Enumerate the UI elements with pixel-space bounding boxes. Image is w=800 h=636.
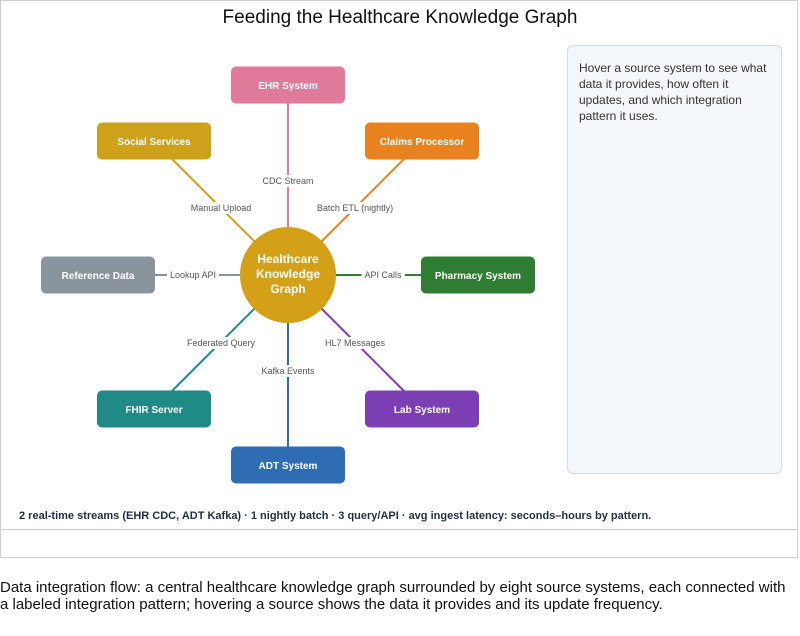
- edge-label-social: Manual Upload: [187, 202, 255, 214]
- source-label-adt: ADT System: [259, 461, 318, 472]
- source-box-fhir[interactable]: [97, 390, 211, 428]
- edge-label-text-pharmacy: API Calls: [364, 270, 402, 280]
- source-label-reference: Reference Data: [62, 271, 135, 282]
- edge-label-ehr: CDC Stream: [259, 175, 317, 187]
- center-label-line: Healthcare: [257, 252, 319, 266]
- edge-label-text-adt: Kafka Events: [261, 366, 315, 376]
- source-label-fhir: FHIR Server: [125, 405, 182, 416]
- edge-label-text-ehr: CDC Stream: [262, 176, 313, 186]
- center-label-line: Graph: [270, 282, 305, 296]
- source-label-claims: Claims Processor: [380, 137, 465, 148]
- info-panel-text: Hover a source system to see what data i…: [579, 61, 767, 123]
- edge-label-reference: Lookup API: [166, 269, 220, 281]
- source-box-adt[interactable]: [231, 446, 345, 484]
- edge-label-bg-reference: [166, 269, 220, 281]
- source-label-ehr: EHR System: [258, 81, 318, 92]
- source-node-reference[interactable]: Reference Data: [41, 256, 155, 294]
- center-label-line: Knowledge: [256, 267, 320, 281]
- edge-label-claims: Batch ETL (nightly): [313, 202, 397, 214]
- edge-label-adt: Kafka Events: [258, 365, 319, 377]
- source-node-lab[interactable]: Lab System: [365, 390, 479, 428]
- edge-label-bg-adt: [258, 365, 319, 377]
- source-box-ehr[interactable]: [231, 66, 345, 104]
- edge-label-bg-pharmacy: [361, 269, 406, 281]
- page-title: Feeding the Healthcare Knowledge Graph: [222, 7, 578, 28]
- source-node-fhir[interactable]: FHIR Server: [97, 390, 211, 428]
- edge-label-bg-ehr: [259, 175, 317, 187]
- stats-summary: 2 real-time streams (EHR CDC, ADT Kafka)…: [19, 510, 652, 522]
- edge-label-bg-lab: [321, 337, 389, 349]
- edge-label-pharmacy: API Calls: [361, 269, 406, 281]
- source-box-lab[interactable]: [365, 390, 479, 428]
- edge-label-lab: HL7 Messages: [321, 337, 389, 349]
- source-node-social[interactable]: Social Services: [97, 122, 211, 160]
- source-node-pharmacy[interactable]: Pharmacy System: [421, 256, 535, 294]
- source-box-social[interactable]: [97, 122, 211, 160]
- edge-label-bg-claims: [313, 202, 397, 214]
- edge-label-fhir: Federated Query: [183, 337, 259, 349]
- edge-label-text-fhir: Federated Query: [187, 338, 256, 348]
- figure-caption: Data integration flow: a central healthc…: [0, 579, 786, 613]
- edge-label-bg-fhir: [183, 337, 259, 349]
- source-node-claims[interactable]: Claims Processor: [365, 122, 479, 160]
- edge-label-text-social: Manual Upload: [191, 203, 252, 213]
- source-node-adt[interactable]: ADT System: [231, 446, 345, 484]
- edge-label-text-lab: HL7 Messages: [325, 338, 386, 348]
- source-box-pharmacy[interactable]: [421, 256, 535, 294]
- center-circle: [240, 227, 336, 323]
- source-box-reference[interactable]: [41, 256, 155, 294]
- source-box-claims[interactable]: [365, 122, 479, 160]
- edge-label-text-claims: Batch ETL (nightly): [317, 203, 393, 213]
- edge-label-bg-social: [187, 202, 255, 214]
- info-panel: Hover a source system to see what data i…: [567, 45, 782, 474]
- diagram-frame: [0, 0, 798, 558]
- source-label-lab: Lab System: [394, 405, 450, 416]
- source-label-social: Social Services: [117, 137, 191, 148]
- source-label-pharmacy: Pharmacy System: [435, 271, 521, 282]
- divider: [0, 529, 798, 530]
- source-node-ehr[interactable]: EHR System: [231, 66, 345, 104]
- edge-label-text-reference: Lookup API: [170, 270, 216, 280]
